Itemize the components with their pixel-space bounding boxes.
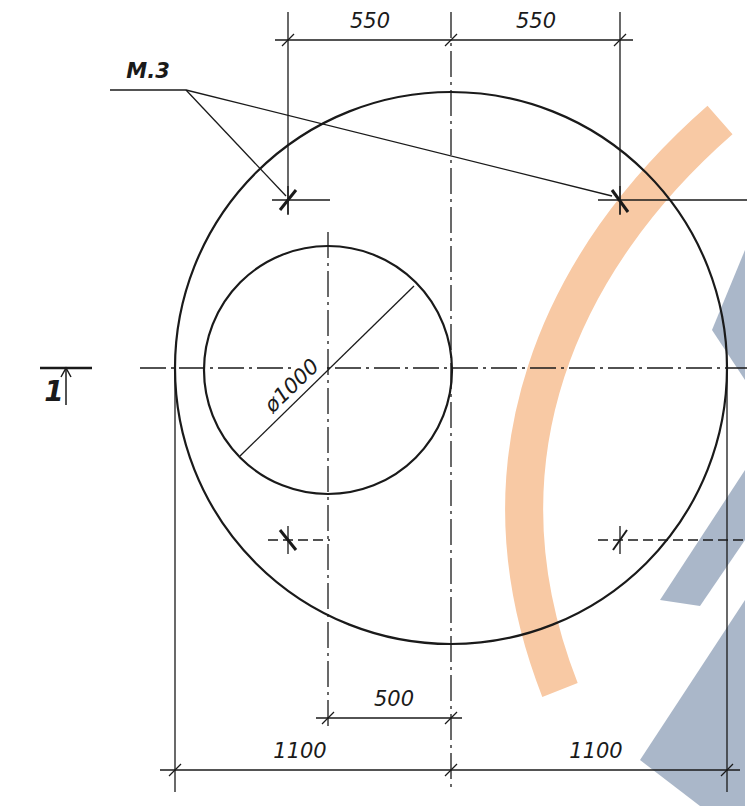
dimension-value: 1100: [271, 740, 328, 763]
section-number: 1: [42, 377, 65, 408]
callout-mark: М.3: [124, 60, 172, 83]
diameter-value: ø1000: [259, 353, 326, 418]
dimension-value: 550: [514, 10, 558, 33]
dimension-value: 1100: [567, 740, 624, 763]
dimension-value: 500: [372, 688, 416, 711]
dimension-value: 550: [348, 10, 392, 33]
